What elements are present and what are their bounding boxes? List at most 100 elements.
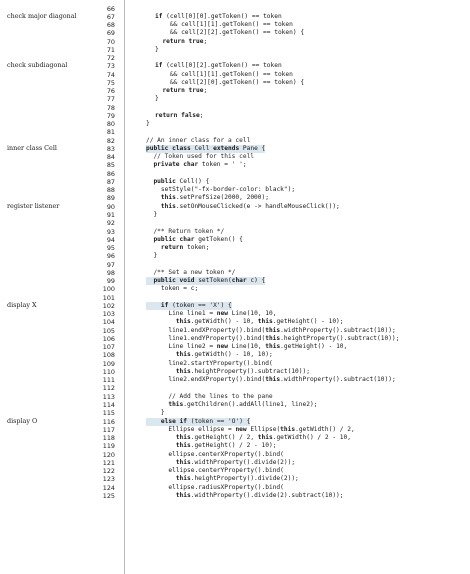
code-text: token = c; bbox=[160, 285, 199, 293]
code-text: Line line1 = new Line(10, 10, bbox=[168, 310, 277, 318]
code-line: 97 bbox=[0, 261, 470, 269]
code-text: this.getHeight() / 2 - 10); bbox=[175, 442, 277, 450]
line-number: 91 bbox=[106, 211, 115, 219]
code-text: private char token = ' '; bbox=[153, 161, 247, 169]
code-line: 107 Line line2 = new Line(10, this.getHe… bbox=[0, 343, 470, 351]
code-text: this.setOnMouseClicked(e -> handleMouseC… bbox=[160, 202, 340, 210]
code-line: 68 && cell[1][1].getToken() == token bbox=[0, 21, 470, 29]
line-number: 71 bbox=[106, 45, 115, 54]
line-number: 113 bbox=[102, 392, 115, 401]
line-number: 69 bbox=[106, 29, 115, 38]
code-text: // An inner class for a cell bbox=[146, 136, 251, 144]
line-number: 76 bbox=[106, 87, 115, 96]
line-number: 109 bbox=[102, 359, 115, 368]
line-number: 123 bbox=[102, 475, 115, 484]
code-text: } bbox=[155, 45, 159, 53]
code-text: Ellipse ellipse = new Ellipse(this.getWi… bbox=[168, 425, 355, 433]
code-line: 106 line1.endYProperty().bind(this.heigh… bbox=[0, 335, 470, 343]
code-line: 117 Ellipse ellipse = new Ellipse(this.g… bbox=[0, 426, 470, 434]
margin-annotation: inner class Cell bbox=[7, 143, 57, 152]
code-text: line2.endXProperty().bind(this.widthProp… bbox=[146, 376, 396, 384]
line-number: 120 bbox=[102, 450, 115, 459]
line-number: 116 bbox=[102, 417, 115, 426]
code-line: 101 bbox=[0, 294, 470, 302]
line-number: 96 bbox=[106, 252, 115, 261]
line-number: 80 bbox=[106, 120, 115, 129]
line-number: 84 bbox=[106, 153, 115, 162]
code-text: return true; bbox=[162, 37, 208, 45]
line-number: 103 bbox=[102, 310, 115, 319]
annotation-divider bbox=[124, 0, 125, 574]
margin-annotation: display O bbox=[7, 416, 38, 425]
line-number: 73 bbox=[106, 62, 115, 71]
code-text: this.widthProperty().divide(2).subtract(… bbox=[175, 491, 344, 499]
code-line: 86 bbox=[0, 170, 470, 178]
code-text: Line line2 = new Line(10, this.getHeight… bbox=[168, 343, 348, 351]
code-text: this.heightProperty().divide(2)); bbox=[175, 475, 299, 483]
code-line: 84 // Token used for this cell bbox=[0, 153, 470, 161]
code-line: 120 ellipse.centerXProperty().bind( bbox=[0, 451, 470, 459]
code-text: /** Return token */ bbox=[146, 227, 225, 235]
line-number: 66 bbox=[106, 4, 115, 13]
code-text: } bbox=[146, 252, 158, 260]
line-number: 68 bbox=[106, 21, 115, 30]
line-number: 79 bbox=[106, 111, 115, 120]
code-text: && cell[1][1].getToken() == token bbox=[155, 21, 293, 29]
margin-annotation: check major diagonal bbox=[7, 11, 77, 20]
code-line: 81 bbox=[0, 128, 470, 136]
line-number: 72 bbox=[106, 54, 115, 63]
code-text: this.heightProperty().subtract(10)); bbox=[175, 367, 310, 375]
line-number: 119 bbox=[102, 442, 115, 451]
code-line: 94 public char getToken() { bbox=[0, 236, 470, 244]
line-number: 75 bbox=[106, 78, 115, 87]
code-text: this.getHeight() / 2, this.getWidth() / … bbox=[175, 434, 351, 442]
code-line: 92 bbox=[0, 219, 470, 227]
code-line: 76 return true; bbox=[0, 87, 470, 95]
highlighted-code-text: public class Cell extends Pane { bbox=[146, 144, 266, 153]
code-line: 80} bbox=[0, 120, 470, 128]
code-line: 99 public void setToken(char c) { bbox=[0, 277, 470, 286]
line-number: 81 bbox=[106, 128, 115, 137]
code-line: 111 line2.endXProperty().bind(this.width… bbox=[0, 376, 470, 384]
code-line: 78 bbox=[0, 104, 470, 112]
code-line: 95 return token; bbox=[0, 244, 470, 252]
line-number: 78 bbox=[106, 103, 115, 112]
line-number: 92 bbox=[106, 219, 115, 228]
code-line: 82// An inner class for a cell bbox=[0, 137, 470, 145]
code-line: 72 bbox=[0, 54, 470, 62]
margin-annotation: display X bbox=[7, 300, 37, 309]
code-text: line1.endYProperty().bind(this.heightPro… bbox=[146, 334, 400, 342]
line-number: 90 bbox=[106, 202, 115, 211]
line-number: 118 bbox=[102, 434, 115, 443]
code-line: 74 && cell[1][1].getToken() == token bbox=[0, 71, 470, 79]
code-text: return token; bbox=[160, 244, 210, 252]
code-text: } bbox=[146, 409, 165, 417]
code-line: 69 && cell[2][2].getToken() == token) { bbox=[0, 29, 470, 37]
line-number: 124 bbox=[102, 483, 115, 492]
line-number: 115 bbox=[102, 409, 115, 418]
code-text: ellipse.radiusXProperty().bind( bbox=[168, 483, 284, 491]
code-line: 114 this.getChildren().addAll(line1, lin… bbox=[0, 401, 470, 409]
line-number: 70 bbox=[106, 37, 115, 46]
code-line: 98 /** Set a new token */ bbox=[0, 269, 470, 277]
line-number: 101 bbox=[102, 293, 115, 302]
highlighted-code-text: public void setToken(char c) { bbox=[146, 277, 266, 286]
code-line: 100 token = c; bbox=[0, 285, 470, 293]
line-number: 102 bbox=[102, 301, 115, 310]
code-text: && cell[2][2].getToken() == token) { bbox=[155, 29, 305, 37]
line-number: 85 bbox=[106, 161, 115, 170]
line-number: 94 bbox=[106, 235, 115, 244]
code-line: 113 // Add the lines to the pane bbox=[0, 393, 470, 401]
line-number: 117 bbox=[102, 425, 115, 434]
line-number: 88 bbox=[106, 186, 115, 195]
line-number: 114 bbox=[102, 400, 115, 409]
line-number: 121 bbox=[102, 458, 115, 467]
code-line: 125 this.widthProperty().divide(2).subtr… bbox=[0, 492, 470, 500]
line-number: 106 bbox=[102, 334, 115, 343]
code-line: 103 Line line1 = new Line(10, 10, bbox=[0, 310, 470, 318]
line-number: 110 bbox=[102, 367, 115, 376]
